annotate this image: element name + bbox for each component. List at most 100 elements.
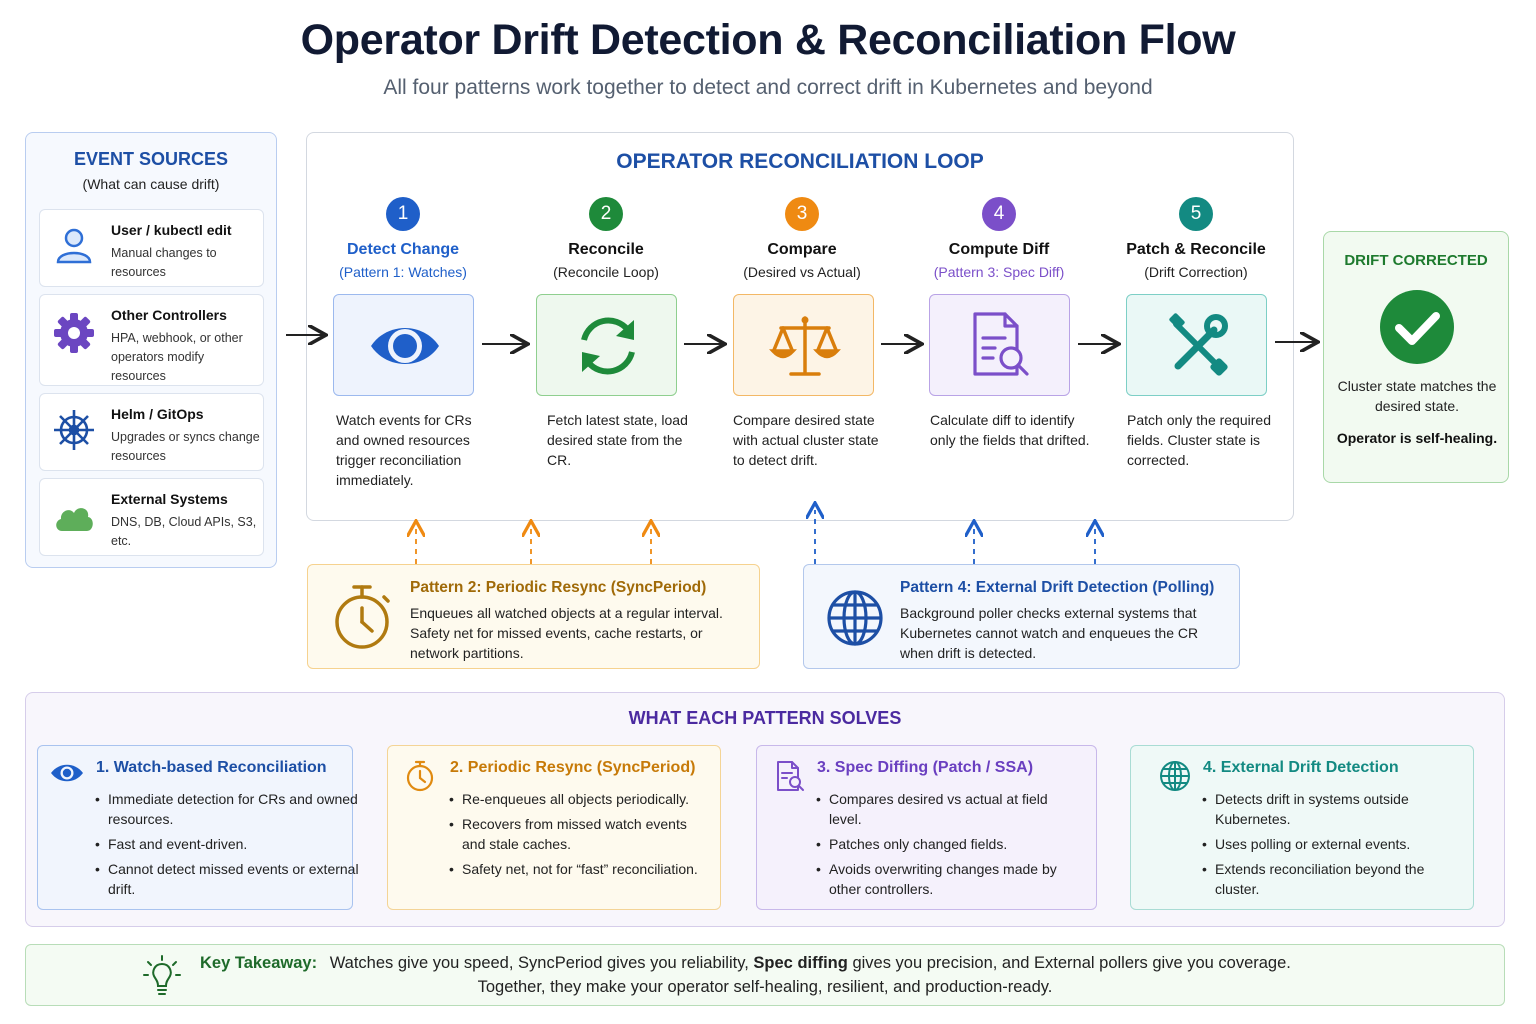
step-description: Watch events for CRs and owned resources… bbox=[336, 412, 472, 488]
event-source-title: User / kubectl edit bbox=[111, 222, 232, 238]
pattern-2-desc: Enqueues all watched objects at a regula… bbox=[410, 605, 723, 661]
document-search-icon bbox=[777, 761, 804, 791]
eye-icon bbox=[371, 328, 439, 364]
check-circle-icon bbox=[1380, 290, 1454, 364]
event-source-helm: Helm / GitOps Upgrades or syncs change r… bbox=[39, 393, 264, 471]
pattern-2-box: Pattern 2: Periodic Resync (SyncPeriod) … bbox=[307, 564, 760, 669]
tools-icon bbox=[1169, 313, 1228, 376]
step-number: 4 bbox=[982, 197, 1016, 231]
list-item: Detects drift in systems outside Kuberne… bbox=[1202, 789, 1467, 829]
solves-card-title: 3. Spec Diffing (Patch / SSA) bbox=[817, 759, 1034, 776]
list-item: Uses polling or external events. bbox=[1202, 834, 1467, 854]
event-source-desc: DNS, DB, Cloud APIs, S3, etc. bbox=[111, 515, 257, 548]
scale-icon bbox=[769, 316, 841, 376]
user-icon bbox=[56, 228, 92, 264]
solves-card-external: 4. External Drift Detection Detects drif… bbox=[1130, 745, 1474, 910]
page-title: Operator Drift Detection & Reconciliatio… bbox=[300, 16, 1236, 64]
step-box-detect bbox=[333, 294, 474, 396]
list-item: Extends reconciliation beyond the cluste… bbox=[1202, 859, 1467, 899]
event-sources-title: EVENT SOURCES bbox=[73, 149, 229, 169]
step-description: Fetch latest state, load desired state f… bbox=[547, 412, 688, 468]
cloud-icon bbox=[56, 508, 93, 531]
list-item: Safety net, not for “fast” reconciliatio… bbox=[449, 859, 714, 879]
step-title: Reconcile bbox=[568, 241, 644, 258]
step-title: Detect Change bbox=[346, 241, 460, 258]
event-source-desc: Upgrades or syncs change resources bbox=[111, 430, 260, 463]
event-source-title: Helm / GitOps bbox=[111, 406, 204, 422]
step-number: 3 bbox=[785, 197, 819, 231]
event-sources-subtitle: (What can cause drift) bbox=[82, 176, 220, 192]
helm-wheel-icon bbox=[54, 410, 94, 450]
list-item: Cannot detect missed events or external … bbox=[95, 859, 360, 899]
list-item: Fast and event-driven. bbox=[95, 834, 360, 854]
document-search-icon bbox=[973, 312, 1029, 376]
list-item: Avoids overwriting changes made by other… bbox=[816, 859, 1081, 899]
drift-corrected-panel: DRIFT CORRECTED Cluster state matches th… bbox=[1323, 231, 1509, 483]
key-takeaway-line-1: Key Takeaway: Watches give you speed, Sy… bbox=[200, 954, 1291, 972]
event-source-title: External Systems bbox=[111, 491, 228, 507]
event-source-user: User / kubectl edit Manual changes to re… bbox=[39, 209, 264, 287]
refresh-icon bbox=[581, 317, 635, 375]
solves-card-title: 1. Watch-based Reconciliation bbox=[96, 759, 327, 776]
step-description: Calculate diff to identify only the fiel… bbox=[930, 412, 1090, 448]
event-source-controllers: Other Controllers HPA, webhook, or other… bbox=[39, 294, 264, 386]
drift-corrected-desc: Cluster state matches the desired state. bbox=[1337, 378, 1497, 414]
step-number: 1 bbox=[386, 197, 420, 231]
step-description: Patch only the required fields. Cluster … bbox=[1127, 412, 1271, 468]
solves-card-resync: 2. Periodic Resync (SyncPeriod) Re-enque… bbox=[387, 745, 721, 910]
globe-icon bbox=[827, 590, 883, 646]
page-subtitle: All four patterns work together to detec… bbox=[383, 76, 1153, 99]
lightbulb-icon bbox=[143, 955, 181, 995]
key-takeaway-line-2: Together, they make your operator self-h… bbox=[477, 978, 1053, 996]
solves-card-title: 2. Periodic Resync (SyncPeriod) bbox=[450, 759, 696, 776]
step-description: Compare desired state with actual cluste… bbox=[733, 412, 879, 468]
event-sources-panel: EVENT SOURCES (What can cause drift) Use… bbox=[25, 132, 277, 568]
pattern-4-title: Pattern 4: External Drift Detection (Pol… bbox=[900, 579, 1215, 596]
pattern-solves-title: WHAT EACH PATTERN SOLVES bbox=[628, 708, 902, 728]
pattern-4-box: Pattern 4: External Drift Detection (Pol… bbox=[803, 564, 1240, 669]
key-takeaway-banner: Key Takeaway: Watches give you speed, Sy… bbox=[25, 944, 1505, 1006]
list-item: Patches only changed fields. bbox=[816, 834, 1081, 854]
pattern-2-title: Pattern 2: Periodic Resync (SyncPeriod) bbox=[410, 579, 707, 596]
step-title: Compare bbox=[767, 241, 837, 258]
list-item: Recovers from missed watch events and st… bbox=[449, 814, 714, 854]
step-title: Compute Diff bbox=[948, 241, 1050, 258]
reconciliation-loop-title: OPERATOR RECONCILIATION LOOP bbox=[616, 150, 984, 173]
step-subtitle: (Drift Correction) bbox=[1144, 264, 1248, 280]
list-item: Compares desired vs actual at field leve… bbox=[816, 789, 1081, 829]
step-box-diff bbox=[929, 294, 1070, 396]
step-box-reconcile bbox=[536, 294, 677, 396]
eye-icon bbox=[51, 764, 83, 782]
key-takeaway-label: Key Takeaway: bbox=[200, 954, 318, 972]
step-number: 5 bbox=[1179, 197, 1213, 231]
step-subtitle: (Pattern 1: Watches) bbox=[339, 264, 467, 280]
solves-card-bullets: Immediate detection for CRs and owned re… bbox=[95, 789, 360, 904]
solves-card-title: 4. External Drift Detection bbox=[1203, 759, 1399, 776]
solves-card-bullets: Detects drift in systems outside Kuberne… bbox=[1202, 789, 1467, 904]
solves-card-bullets: Re-enqueues all objects periodically. Re… bbox=[449, 789, 714, 884]
list-item: Re-enqueues all objects periodically. bbox=[449, 789, 714, 809]
event-source-external: External Systems DNS, DB, Cloud APIs, S3… bbox=[39, 478, 264, 556]
event-source-desc: HPA, webhook, or other operators modify … bbox=[111, 331, 243, 383]
step-subtitle: (Reconcile Loop) bbox=[553, 264, 659, 280]
step-box-compare bbox=[733, 294, 874, 396]
step-number: 2 bbox=[589, 197, 623, 231]
gear-icon bbox=[54, 313, 94, 353]
drift-corrected-desc-2: Operator is self-healing. bbox=[1336, 430, 1498, 446]
solves-card-bullets: Compares desired vs actual at field leve… bbox=[816, 789, 1081, 904]
step-subtitle: (Pattern 3: Spec Diff) bbox=[933, 264, 1065, 280]
stopwatch-icon bbox=[335, 585, 390, 649]
pattern-4-desc: Background poller checks external system… bbox=[900, 605, 1199, 661]
drift-corrected-title: DRIFT CORRECTED bbox=[1344, 252, 1488, 269]
event-source-title: Other Controllers bbox=[111, 307, 227, 323]
step-box-patch bbox=[1126, 294, 1267, 396]
stopwatch-icon bbox=[406, 760, 434, 792]
globe-icon bbox=[1160, 761, 1190, 791]
step-title: Patch & Reconcile bbox=[1126, 241, 1266, 258]
solves-card-watch: 1. Watch-based Reconciliation Immediate … bbox=[37, 745, 359, 910]
list-item: Immediate detection for CRs and owned re… bbox=[95, 789, 360, 829]
event-source-desc: Manual changes to resources bbox=[111, 246, 217, 279]
solves-card-spec-diff: 3. Spec Diffing (Patch / SSA) Compares d… bbox=[756, 745, 1097, 910]
step-subtitle: (Desired vs Actual) bbox=[743, 264, 861, 280]
